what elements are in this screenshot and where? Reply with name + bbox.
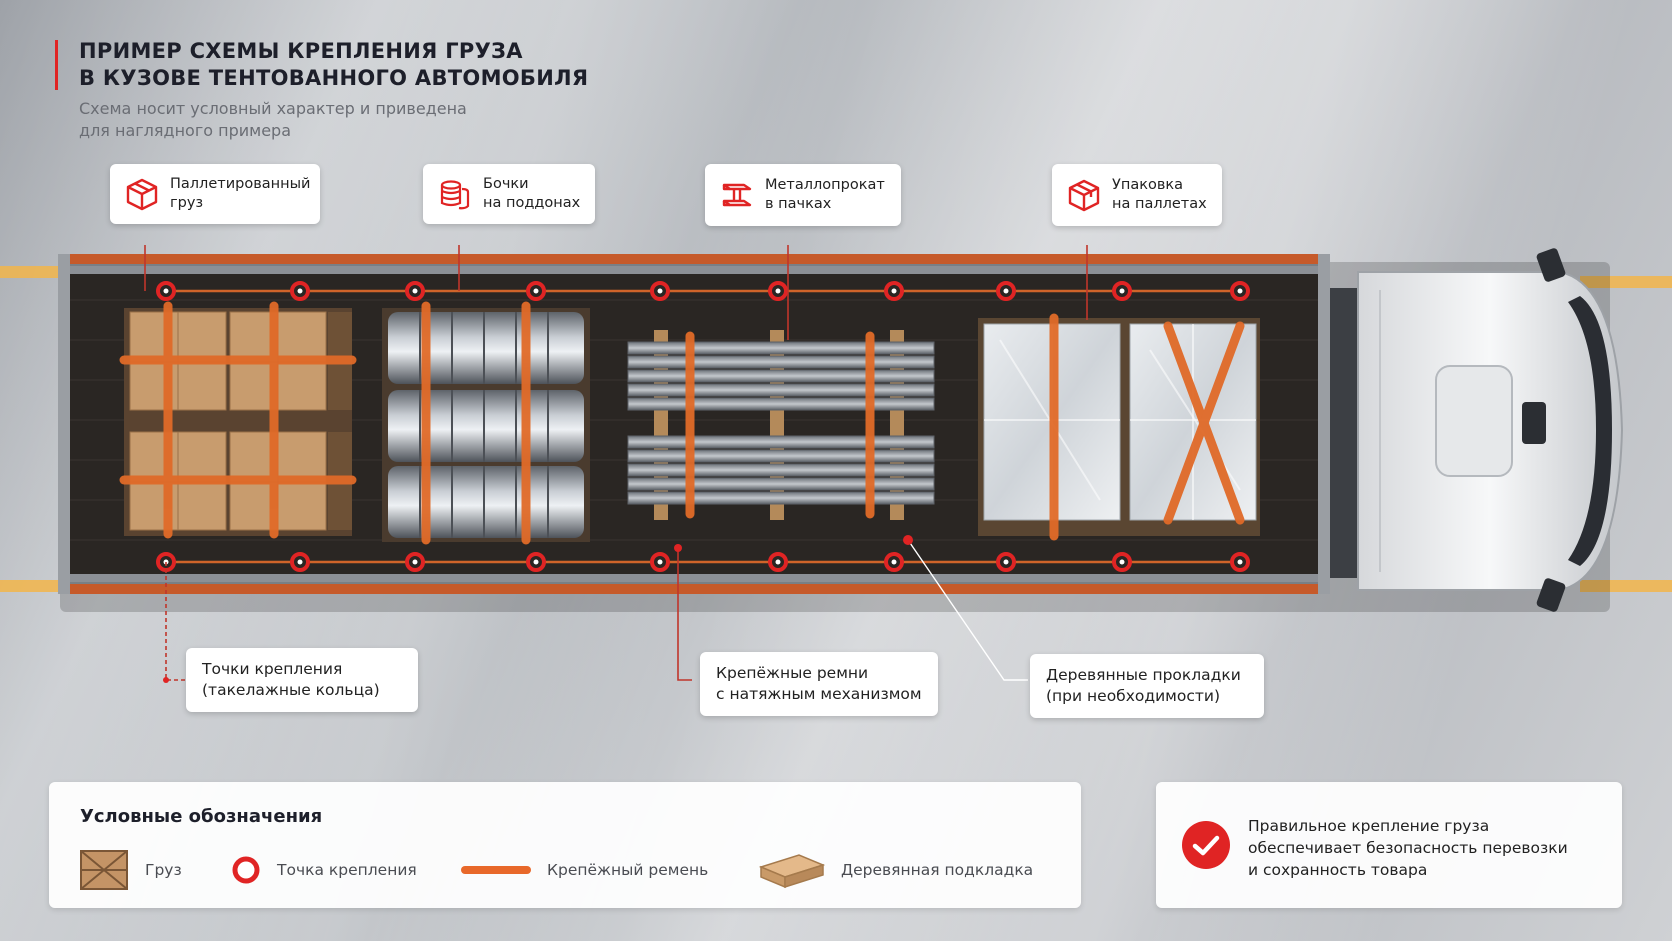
- legend-label: Крепёжный ремень: [547, 861, 709, 879]
- cargo-wrapped-pallets: [978, 318, 1260, 536]
- road-markings: [0, 266, 1672, 592]
- legend-item-strap: Крепёжный ремень: [461, 848, 708, 892]
- callout-straps: Крепёжные ремни с натяжным механизмом: [700, 652, 938, 716]
- check-icon: [1182, 821, 1230, 869]
- leader-lines: [144, 245, 1088, 681]
- package-icon: [1068, 179, 1100, 212]
- anchor-ring-center: [1119, 288, 1125, 294]
- title-line-1: ПРИМЕР СХЕМЫ КРЕПЛЕНИЯ ГРУЗА: [79, 39, 523, 63]
- subtitle-line-1: Схема носит условный характер и приведен…: [79, 99, 467, 118]
- anchor-ring-center: [775, 559, 781, 565]
- legend-label: Деревянная подкладка: [841, 861, 1034, 879]
- callout-line: (такелажные кольца): [202, 681, 380, 699]
- tag-pallet-cargo: Паллетированный груз: [110, 164, 320, 224]
- cargo-metal-bundles: [627, 330, 935, 520]
- callout-line: Деревянные прокладки: [1046, 666, 1241, 684]
- tag-label-line: груз: [170, 195, 204, 211]
- tag-label-line: на поддонах: [483, 195, 581, 211]
- anchor-ring-icon: [232, 856, 260, 884]
- tag-label-line: Паллетированный: [170, 176, 311, 192]
- tag-label-line: Упаковка: [1112, 177, 1184, 193]
- callout-line: Крепёжные ремни: [716, 664, 869, 682]
- tag-metal: Металлопрокат в пачках: [705, 164, 901, 226]
- tag-label-line: в пачках: [765, 196, 832, 212]
- tag-label-line: Металлопрокат: [765, 177, 885, 193]
- straps: [119, 301, 1245, 545]
- legend-label: Груз: [145, 861, 182, 879]
- anchor-ring-center: [1237, 559, 1243, 565]
- callout-line: (при необходимости): [1046, 687, 1221, 705]
- callout-anchor-points: Точки крепления (такелажные кольца): [186, 648, 418, 712]
- anchor-ring-center: [775, 288, 781, 294]
- tag-label-line: на паллетах: [1112, 196, 1207, 212]
- cargo-crate-icon: [80, 850, 128, 890]
- safety-note-text: Правильное крепление груза обеспечивает …: [1248, 815, 1568, 881]
- legend-item-wood: Деревянная подкладка: [759, 848, 1033, 892]
- anchor-ring-center: [1003, 288, 1009, 294]
- legend-label: Точка крепления: [277, 861, 417, 879]
- title-line-2: В КУЗОВЕ ТЕНТОВАННОГО АВТОМОБИЛЯ: [79, 66, 589, 90]
- subtitle-line-2: для наглядного примера: [79, 121, 292, 140]
- callout-wood-spacers: Деревянные прокладки (при необходимости): [1030, 654, 1264, 718]
- box-icon: [126, 178, 158, 211]
- strap-icon: [461, 866, 531, 874]
- anchor-ring-center: [533, 288, 539, 294]
- page-subtitle: Схема носит условный характер и приведен…: [79, 98, 467, 142]
- note-line: обеспечивает безопасность перевозки: [1248, 839, 1568, 857]
- anchor-ring-center: [1237, 288, 1243, 294]
- tag-packages: Упаковка на паллетах: [1052, 164, 1222, 226]
- anchor-ring-center: [412, 288, 418, 294]
- tag-label-line: Бочки: [483, 176, 529, 192]
- wood-plank-icon: [759, 854, 825, 889]
- callout-line: с натяжным механизмом: [716, 685, 922, 703]
- anchor-ring-center: [891, 288, 897, 294]
- cargo-barrels: [382, 308, 590, 542]
- anchor-ring-center: [657, 288, 663, 294]
- truck-cab: [1330, 248, 1624, 612]
- anchor-ring-center: [657, 559, 663, 565]
- anchor-ring-center: [533, 559, 539, 565]
- anchor-ring-center: [163, 288, 169, 294]
- anchor-ring-center: [412, 559, 418, 565]
- note-line: и сохранность товара: [1248, 861, 1428, 879]
- anchor-ring-center: [297, 288, 303, 294]
- legend-title: Условные обозначения: [80, 806, 323, 827]
- barrels-icon: [440, 180, 470, 210]
- page-title: ПРИМЕР СХЕМЫ КРЕПЛЕНИЯ ГРУЗА В КУЗОВЕ ТЕ…: [79, 38, 588, 92]
- accent-bar: [55, 40, 58, 90]
- note-line: Правильное крепление груза: [1248, 817, 1490, 835]
- anchor-ring-center: [1119, 559, 1125, 565]
- legend-item-anchor: Точка крепления: [231, 848, 417, 892]
- legend-panel: Условные обозначения Груз Точка креплени…: [49, 782, 1081, 908]
- tag-barrels: Бочки на поддонах: [423, 164, 595, 224]
- metal-beam-icon: [722, 183, 752, 207]
- anchor-ring-center: [1003, 559, 1009, 565]
- anchor-ring-center: [297, 559, 303, 565]
- leader-dots: [163, 535, 913, 683]
- cargo-pallet-boxes: [124, 308, 352, 536]
- callout-line: Точки крепления: [202, 660, 343, 678]
- strap-thin-lines: [166, 289, 1240, 564]
- anchor-rings: [156, 281, 1250, 572]
- safety-note-panel: Правильное крепление груза обеспечивает …: [1156, 782, 1622, 908]
- anchor-ring-center: [891, 559, 897, 565]
- legend-item-cargo: Груз: [79, 848, 182, 892]
